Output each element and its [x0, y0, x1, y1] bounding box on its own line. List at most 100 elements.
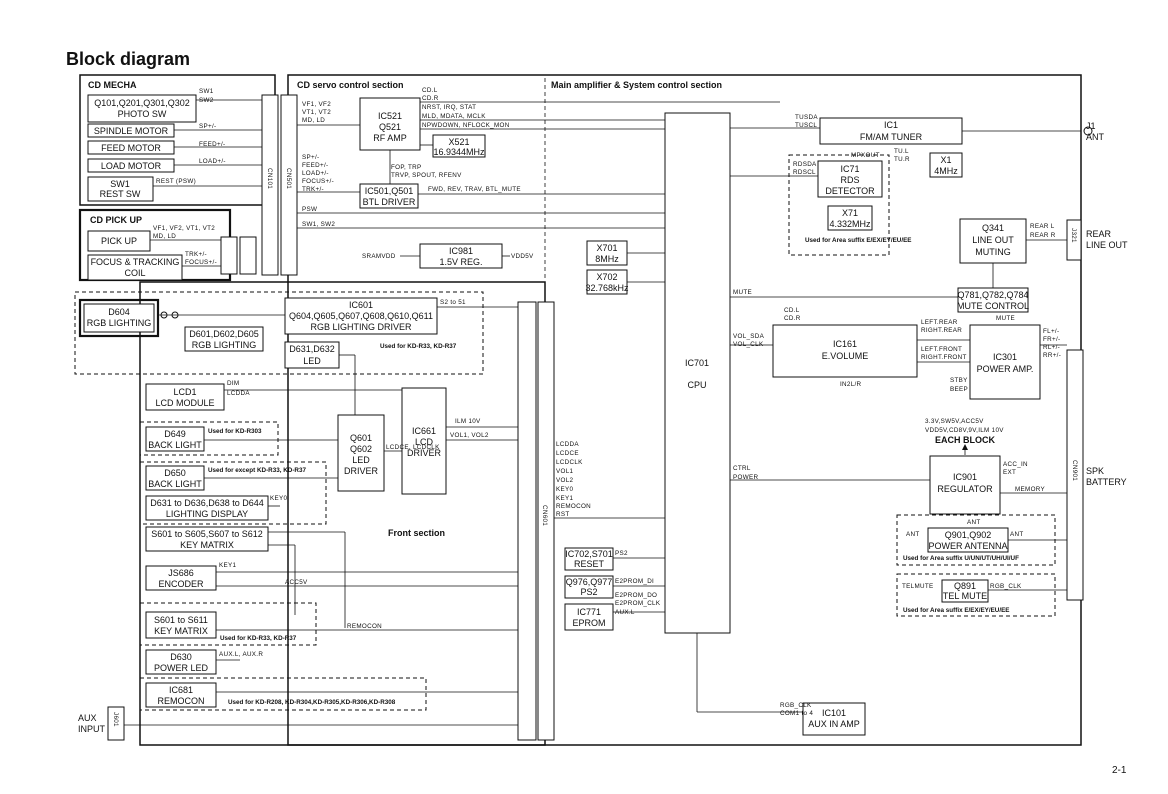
block-ic161: IC161 E.VOLUME — [772, 324, 918, 378]
cd-pickup-label: CD PICK UP — [90, 215, 142, 225]
svg-text:LED: LED — [352, 455, 370, 465]
ext-rear-line-out: REAR — [1086, 229, 1112, 239]
block-ic501: IC501,Q501 BTL DRIVER — [359, 183, 419, 209]
svg-text:Used for Area suffix E/EX/EY/E: Used for Area suffix E/EX/EY/EU/EE — [805, 237, 912, 244]
block-lighting-display: D631 to D636,D638 to D644 LIGHTING DISPL… — [145, 495, 269, 521]
svg-text:REST SW: REST SW — [100, 189, 141, 199]
block-focus-coil: FOCUS & TRACKING COIL — [87, 254, 183, 281]
svg-text:IC981: IC981 — [449, 246, 473, 256]
svg-text:Used for KD-R33, KD-R37: Used for KD-R33, KD-R37 — [380, 343, 457, 350]
svg-text:TRK+/-: TRK+/- — [302, 186, 324, 193]
svg-text:4.332MHz: 4.332MHz — [829, 219, 871, 229]
svg-text:EXT: EXT — [1003, 469, 1016, 476]
block-encoder: JS686 ENCODER — [145, 565, 217, 591]
svg-text:REGULATOR: REGULATOR — [937, 484, 993, 494]
svg-text:PSW: PSW — [302, 206, 317, 213]
svg-text:VOL2: VOL2 — [556, 477, 573, 484]
svg-text:POWER AMP.: POWER AMP. — [977, 364, 1034, 374]
svg-text:MEMORY: MEMORY — [1015, 486, 1046, 493]
svg-text:SW1, SW2: SW1, SW2 — [302, 221, 335, 228]
rds-area-frame — [788, 154, 890, 256]
svg-text:Q521: Q521 — [379, 122, 401, 132]
svg-text:Q781,Q782,Q784: Q781,Q782,Q784 — [957, 290, 1028, 300]
svg-text:3.3V,SW5V,ACC5V: 3.3V,SW5V,ACC5V — [925, 418, 984, 425]
svg-text:BACK LIGHT: BACK LIGHT — [148, 479, 202, 489]
page-number: 2-1 — [1112, 765, 1127, 776]
svg-text:TUSDA: TUSDA — [795, 114, 818, 121]
svg-text:VF1, VF2, VT1, VT2: VF1, VF2, VT1, VT2 — [153, 225, 215, 232]
svg-text:E2PROM_DO: E2PROM_DO — [615, 592, 657, 599]
block-ic701: IC701 CPU — [664, 112, 731, 634]
svg-text:MUTE: MUTE — [733, 289, 752, 296]
svg-text:PICK UP: PICK UP — [101, 236, 137, 246]
block-d649: D649 BACK LIGHT — [145, 426, 205, 452]
svg-text:INPUT: INPUT — [78, 724, 106, 734]
svg-text:X71: X71 — [842, 208, 858, 218]
svg-text:IN2L/R: IN2L/R — [840, 381, 862, 388]
block-ic681: IC681 REMOCON — [145, 682, 217, 708]
svg-text:X521: X521 — [448, 137, 469, 147]
svg-text:ENCODER: ENCODER — [158, 579, 204, 589]
main-amp-label: Main amplifier & System control section — [551, 80, 722, 90]
block-d631: D631,D632 LED — [284, 341, 340, 369]
svg-text:TEL MUTE: TEL MUTE — [943, 591, 987, 601]
svg-text:CN501: CN501 — [285, 168, 292, 189]
cd-servo-label: CD servo control section — [297, 80, 404, 90]
backlight-area-frame — [139, 461, 327, 525]
svg-text:RDSDA: RDSDA — [793, 161, 817, 168]
ext-spk-battery: SPK — [1086, 466, 1104, 476]
svg-text:MUTING: MUTING — [975, 247, 1011, 257]
svg-text:FEED+/-: FEED+/- — [302, 162, 328, 169]
svg-text:FOCUS+/-: FOCUS+/- — [185, 259, 217, 266]
block-j601: J601 — [107, 706, 125, 741]
svg-text:COM1 to 4: COM1 to 4 — [780, 710, 813, 717]
svg-text:KEY MATRIX: KEY MATRIX — [180, 540, 234, 550]
svg-text:Q891: Q891 — [954, 581, 976, 591]
svg-text:LCD MODULE: LCD MODULE — [155, 398, 214, 408]
svg-text:NRST, IRQ, STAT: NRST, IRQ, STAT — [422, 104, 476, 111]
pickup-connector-a — [220, 236, 238, 275]
block-key-matrix-1: S601 to S605,S607 to S612 KEY MATRIX — [145, 526, 269, 552]
svg-text:Q101,Q201,Q301,Q302: Q101,Q201,Q301,Q302 — [94, 98, 190, 108]
svg-text:Q602: Q602 — [350, 444, 372, 454]
svg-text:D650: D650 — [164, 468, 186, 478]
block-power-antenna: Q901,Q902 POWER ANTENNA — [927, 527, 1009, 553]
block-lcd1: LCD1 LCD MODULE — [145, 383, 225, 411]
rgb-area-frame — [74, 291, 484, 375]
svg-text:RGB_CLK: RGB_CLK — [990, 583, 1022, 590]
svg-text:TELMUTE: TELMUTE — [902, 583, 934, 590]
svg-text:FOCUS+/-: FOCUS+/- — [302, 178, 334, 185]
block-x702: X702 32.768kHz — [585, 269, 629, 295]
svg-text:FWD, REV, TRAV, BTL_MUTE: FWD, REV, TRAV, BTL_MUTE — [428, 186, 521, 193]
svg-text:RR+/-: RR+/- — [1043, 352, 1061, 359]
svg-text:REMOCON: REMOCON — [556, 503, 591, 510]
svg-text:JS686: JS686 — [168, 568, 194, 578]
svg-text:LCDDA: LCDDA — [556, 441, 579, 448]
svg-text:IC301: IC301 — [993, 352, 1017, 362]
svg-text:LCDDA: LCDDA — [227, 390, 250, 397]
block-ic901: IC901 REGULATOR — [929, 455, 1001, 515]
svg-text:IC702,S701: IC702,S701 — [565, 549, 613, 559]
svg-text:LCDCE: LCDCE — [556, 450, 579, 457]
svg-text:RGB LIGHTING: RGB LIGHTING — [192, 340, 257, 350]
svg-text:LIGHTING DISPLAY: LIGHTING DISPLAY — [166, 509, 248, 519]
svg-text:Q604,Q605,Q607,Q608,Q610,Q611: Q604,Q605,Q607,Q608,Q610,Q611 — [289, 311, 433, 321]
svg-text:Used for except KD-R33, KD-R37: Used for except KD-R33, KD-R37 — [208, 467, 306, 474]
svg-text:LED: LED — [303, 356, 321, 366]
page-title: Block diagram — [66, 49, 191, 69]
svg-text:BEEP: BEEP — [950, 386, 968, 393]
svg-text:REAR L: REAR L — [1030, 223, 1055, 230]
svg-text:IC71: IC71 — [840, 164, 859, 174]
svg-text:KEY0: KEY0 — [556, 486, 573, 493]
svg-text:EACH BLOCK: EACH BLOCK — [935, 435, 995, 445]
block-x1: X1 4MHz — [929, 152, 963, 178]
ext-aux-input: AUX — [78, 713, 97, 723]
block-feed-motor: FEED MOTOR — [87, 140, 175, 155]
svg-text:REMOCON: REMOCON — [158, 696, 205, 706]
svg-text:CD.L: CD.L — [784, 307, 800, 314]
svg-text:PS2: PS2 — [615, 550, 628, 557]
svg-text:8MHz: 8MHz — [595, 254, 619, 264]
block-ic661: IC661 LCD DRIVER — [401, 387, 447, 495]
svg-text:ACC5V: ACC5V — [285, 579, 308, 586]
svg-text:KEY1: KEY1 — [219, 562, 236, 569]
